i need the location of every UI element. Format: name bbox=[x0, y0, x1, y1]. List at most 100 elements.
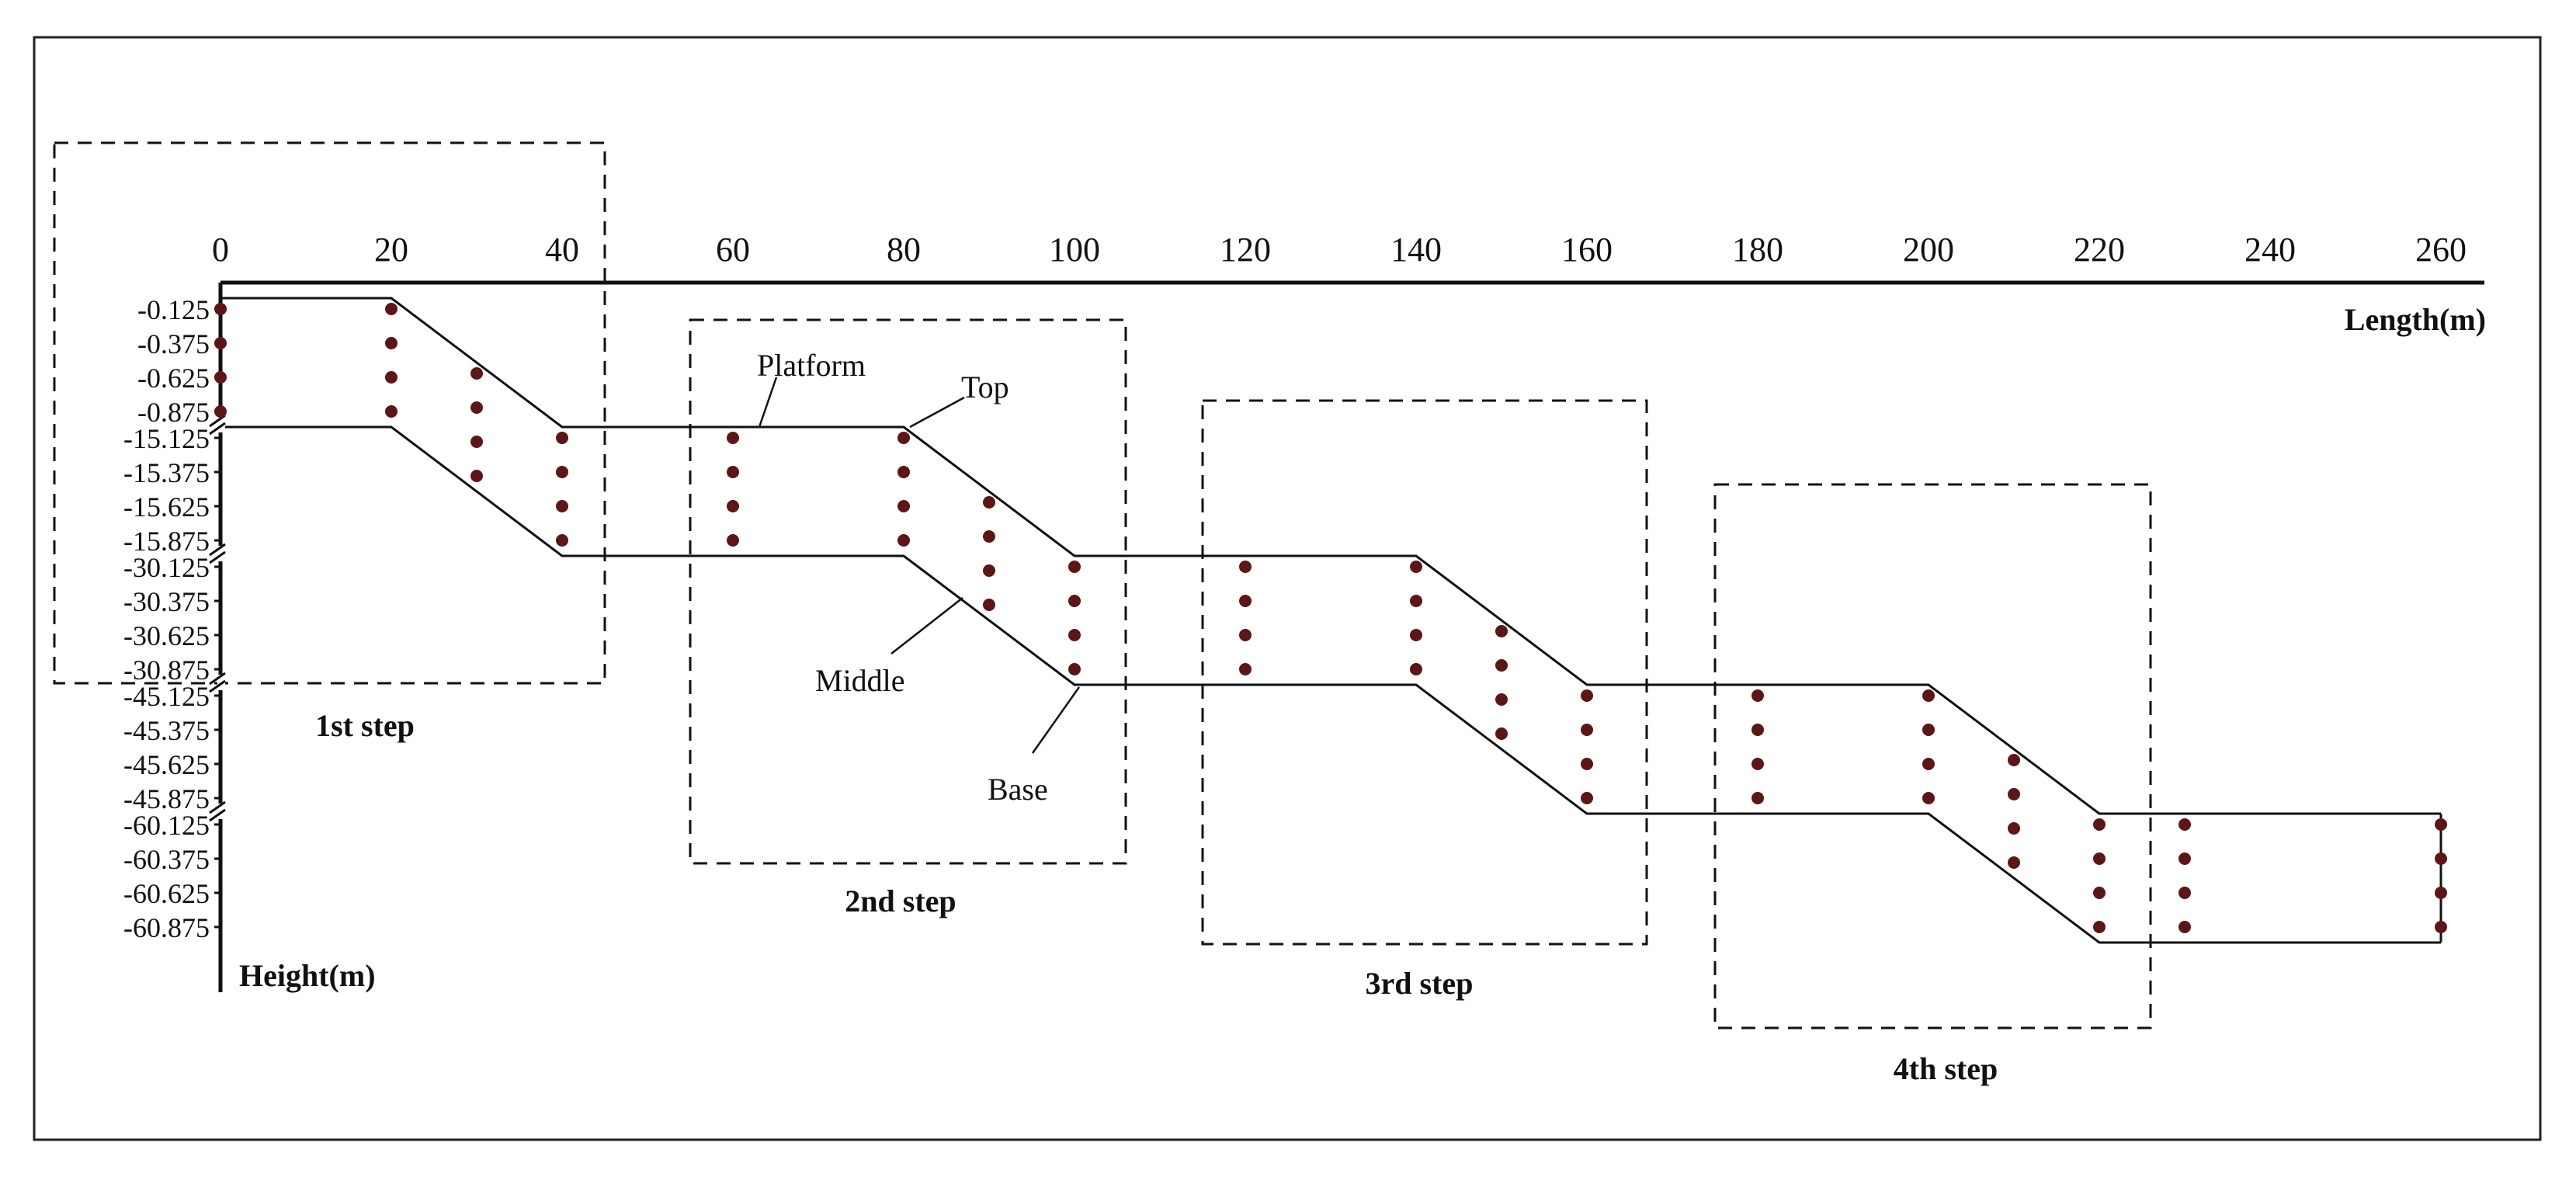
x-tick-140: 140 bbox=[1390, 231, 1442, 269]
x-tick-260: 260 bbox=[2415, 231, 2467, 269]
monitoring-point bbox=[1239, 663, 1252, 675]
monitoring-point bbox=[556, 534, 568, 547]
monitoring-points bbox=[214, 303, 2447, 933]
x-axis-label: Length(m) bbox=[2345, 302, 2486, 337]
monitoring-point bbox=[2178, 852, 2191, 865]
x-tick-200: 200 bbox=[1903, 231, 1954, 269]
figure-frame bbox=[33, 36, 2542, 1141]
monitoring-point bbox=[1495, 727, 1508, 740]
monitoring-point bbox=[1239, 561, 1252, 573]
monitoring-point bbox=[1239, 629, 1252, 641]
step-boxes bbox=[53, 141, 2152, 1029]
monitoring-point bbox=[385, 337, 398, 349]
platform-label: Platform bbox=[757, 348, 866, 383]
axis-break-mark bbox=[209, 543, 226, 557]
monitoring-point bbox=[1410, 595, 1422, 607]
axis-break-mark bbox=[209, 800, 226, 814]
monitoring-point bbox=[1495, 625, 1508, 637]
slope-profile bbox=[220, 297, 2442, 944]
y-tick--30.125: -30.125 bbox=[123, 552, 210, 583]
x-tick-60: 60 bbox=[716, 231, 750, 269]
x-tick-20: 20 bbox=[374, 231, 408, 269]
lower-surface bbox=[220, 425, 2441, 944]
monitoring-point bbox=[727, 500, 739, 512]
x-tick-180: 180 bbox=[1732, 231, 1783, 269]
axes bbox=[218, 280, 2484, 992]
step1-label: 1st step bbox=[315, 708, 415, 743]
monitoring-point bbox=[385, 405, 398, 418]
y-tick--45.125: -45.125 bbox=[123, 681, 210, 712]
monitoring-point bbox=[983, 530, 995, 543]
middle-leader bbox=[890, 597, 963, 654]
monitoring-point bbox=[1581, 758, 1593, 770]
y-tick--30.625: -30.625 bbox=[123, 620, 210, 651]
y-tick--45.875: -45.875 bbox=[123, 783, 210, 814]
annotation-leaders bbox=[758, 377, 1081, 754]
axis-break-marks bbox=[209, 414, 226, 822]
monitoring-point bbox=[727, 534, 739, 547]
monitoring-point bbox=[1581, 792, 1593, 804]
y-tick--45.625: -45.625 bbox=[123, 749, 210, 780]
y-tick--60.625: -60.625 bbox=[123, 878, 210, 909]
monitoring-point bbox=[897, 466, 910, 478]
axis-break-mark bbox=[209, 672, 226, 686]
monitoring-point bbox=[470, 436, 483, 448]
axis-break-mark bbox=[209, 808, 226, 822]
upper-surface bbox=[220, 297, 2441, 815]
monitoring-point bbox=[470, 401, 483, 414]
monitoring-point bbox=[2093, 887, 2106, 899]
platform-leader bbox=[758, 377, 778, 428]
monitoring-point bbox=[2008, 754, 2020, 766]
axis-break-mark bbox=[209, 550, 226, 564]
monitoring-point bbox=[1410, 561, 1422, 573]
monitoring-point bbox=[470, 470, 483, 482]
monitoring-point bbox=[1922, 724, 1935, 736]
monitoring-point bbox=[2178, 818, 2191, 831]
y-tick--45.375: -45.375 bbox=[123, 715, 210, 746]
y-tick--30.875: -30.875 bbox=[123, 654, 210, 686]
monitoring-point bbox=[556, 500, 568, 512]
axis-break-mark bbox=[209, 679, 226, 693]
base-label: Base bbox=[988, 772, 1048, 807]
monitoring-point bbox=[983, 496, 995, 509]
monitoring-point bbox=[1751, 689, 1764, 702]
monitoring-point bbox=[1922, 689, 1935, 702]
monitoring-point bbox=[2093, 818, 2106, 831]
x-tick-120: 120 bbox=[1220, 231, 1271, 269]
y-tick--0.875: -0.875 bbox=[137, 397, 210, 428]
y-tick--15.875: -15.875 bbox=[123, 526, 210, 557]
monitoring-point bbox=[2435, 887, 2447, 899]
base-leader bbox=[1031, 686, 1081, 754]
y-tick--0.625: -0.625 bbox=[137, 363, 210, 394]
y-tick--15.375: -15.375 bbox=[123, 457, 210, 488]
step3-label: 3rd step bbox=[1366, 966, 1474, 1001]
monitoring-point bbox=[1495, 659, 1508, 672]
monitoring-point bbox=[556, 432, 568, 444]
y-tick--0.375: -0.375 bbox=[137, 328, 210, 359]
monitoring-point bbox=[1751, 724, 1764, 736]
y-tick--60.875: -60.875 bbox=[123, 912, 210, 943]
monitoring-point bbox=[470, 367, 483, 380]
monitoring-point bbox=[214, 371, 227, 384]
monitoring-point bbox=[897, 500, 910, 512]
middle-label: Middle bbox=[815, 663, 905, 698]
monitoring-point bbox=[983, 599, 995, 611]
monitoring-point bbox=[214, 337, 227, 349]
axis-break-mark bbox=[209, 422, 226, 436]
y-axis-label: Height(m) bbox=[239, 958, 376, 993]
y-tick--15.125: -15.125 bbox=[123, 423, 210, 454]
monitoring-point bbox=[385, 303, 398, 315]
y-tick--60.125: -60.125 bbox=[123, 810, 210, 841]
x-tick-160: 160 bbox=[1561, 231, 1613, 269]
monitoring-point bbox=[2435, 818, 2447, 831]
monitoring-point bbox=[2008, 822, 2020, 835]
monitoring-point bbox=[2178, 887, 2191, 899]
monitoring-point bbox=[2008, 788, 2020, 800]
monitoring-point bbox=[2435, 921, 2447, 933]
monitoring-point bbox=[385, 371, 398, 384]
monitoring-point bbox=[1068, 629, 1081, 641]
monitoring-point bbox=[727, 432, 739, 444]
step-box-3 bbox=[1201, 399, 1648, 946]
